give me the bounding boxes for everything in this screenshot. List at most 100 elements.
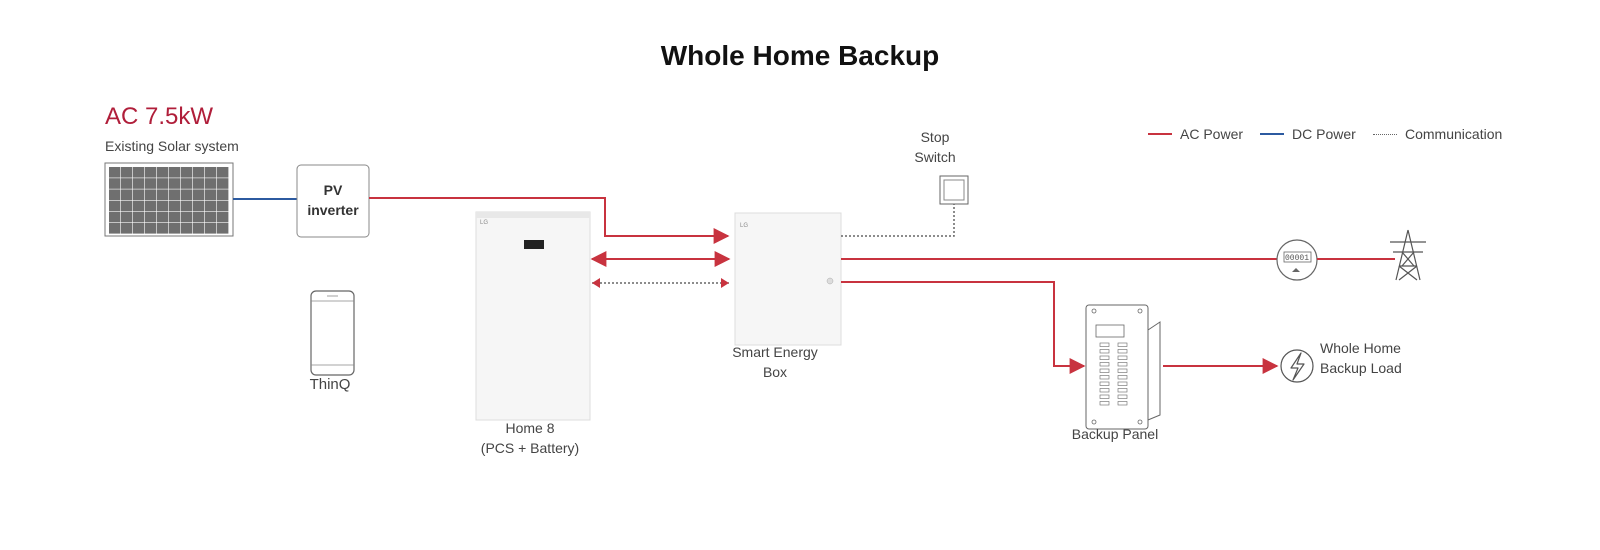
breaker <box>1099 349 1110 354</box>
lightning-load-icon <box>1280 349 1314 383</box>
solar-cell <box>181 200 193 212</box>
solar-cell <box>109 189 121 200</box>
solar-cell <box>205 223 217 234</box>
solar-rating: AC 7.5kW <box>105 103 214 130</box>
backup-panel-label: Backup Panel <box>1071 426 1159 442</box>
breaker <box>1117 401 1128 406</box>
solar-cell <box>181 167 193 178</box>
breaker <box>1099 355 1110 360</box>
solar-cell <box>169 189 181 200</box>
solar-cell <box>157 211 169 223</box>
solar-cell <box>205 189 217 200</box>
ac-line-inverter-to-seb <box>369 197 730 244</box>
solar-cell <box>145 178 157 189</box>
solar-cell <box>133 189 145 200</box>
pv-inverter-line2: inverter <box>307 202 359 218</box>
solar-cell <box>145 189 157 200</box>
transmission-tower-icon <box>1390 229 1426 281</box>
solar-cell <box>133 178 145 189</box>
legend-ac-swatch <box>1148 133 1172 135</box>
pv-inverter-box <box>296 164 370 238</box>
legend-dc-swatch <box>1260 133 1284 135</box>
solar-cell <box>217 167 229 178</box>
smart-energy-box-label: Smart Energy Box <box>720 342 830 382</box>
solar-cell <box>181 211 193 223</box>
stop-line1: Stop <box>920 129 950 145</box>
solar-cell <box>121 200 133 212</box>
solar-cell <box>169 200 181 212</box>
breaker <box>1117 342 1128 347</box>
solar-cell <box>169 211 181 223</box>
breaker <box>1099 375 1110 380</box>
solar-cell <box>157 167 169 178</box>
svg-text:LG: LG <box>740 223 748 229</box>
breaker <box>1117 381 1128 386</box>
thinq-label: ThinQ <box>309 376 351 393</box>
solar-cell <box>193 167 205 178</box>
solar-cell <box>145 223 157 234</box>
solar-cell <box>217 200 229 212</box>
breaker <box>1099 388 1110 393</box>
solar-cell <box>121 223 133 234</box>
legend-comm-swatch <box>1373 133 1397 135</box>
solar-cell <box>121 178 133 189</box>
solar-cell <box>121 211 133 223</box>
smart-energy-box: LG <box>734 212 842 346</box>
breaker <box>1099 381 1110 386</box>
load-label: Whole Home Backup Load <box>1320 338 1402 378</box>
home8-line2: (PCS + Battery) <box>480 440 580 456</box>
page-title: Whole Home Backup <box>660 40 940 71</box>
solar-cell <box>109 200 121 212</box>
breaker <box>1117 362 1128 367</box>
solar-cell <box>217 211 229 223</box>
solar-cell <box>217 189 229 200</box>
solar-cell <box>169 223 181 234</box>
breaker <box>1099 368 1110 373</box>
solar-cell <box>133 211 145 223</box>
breaker <box>1099 362 1110 367</box>
solar-cell <box>121 189 133 200</box>
stop-line2: Switch <box>914 149 956 165</box>
solar-cell <box>205 211 217 223</box>
solar-cell <box>193 189 205 200</box>
solar-cell <box>193 223 205 234</box>
solar-label: Existing Solar system <box>105 138 239 154</box>
legend-ac: AC Power <box>1148 126 1243 142</box>
solar-cell <box>157 223 169 234</box>
stop-switch-label: Stop Switch <box>900 127 970 167</box>
solar-cell <box>181 178 193 189</box>
breaker <box>1117 349 1128 354</box>
solar-cell <box>109 167 121 178</box>
legend-dc: DC Power <box>1260 126 1356 142</box>
meter-reading: 00001 <box>1285 254 1309 263</box>
solar-cell <box>181 223 193 234</box>
home8-unit: LG <box>475 211 591 421</box>
solar-cell <box>181 189 193 200</box>
solar-cell <box>193 178 205 189</box>
solar-cell <box>133 223 145 234</box>
breaker <box>1117 375 1128 380</box>
home8-label: Home 8 (PCS + Battery) <box>460 418 600 458</box>
backup-panel <box>1085 304 1161 430</box>
solar-cell <box>121 167 133 178</box>
solar-cell <box>109 223 121 234</box>
solar-cell <box>205 178 217 189</box>
stop-switch <box>939 175 969 205</box>
legend-dc-label: DC Power <box>1292 126 1356 142</box>
comm-arrow-left <box>592 278 600 288</box>
ac-line-seb-to-backup-panel <box>841 281 1086 374</box>
solar-cell <box>169 178 181 189</box>
load-line1: Whole Home <box>1320 340 1401 356</box>
solar-cell <box>145 211 157 223</box>
solar-cell <box>217 178 229 189</box>
solar-panel <box>104 162 234 237</box>
breaker <box>1117 355 1128 360</box>
meter-icon: 00001 <box>1276 239 1318 281</box>
breaker <box>1117 388 1128 393</box>
legend-ac-label: AC Power <box>1180 126 1244 142</box>
solar-cell <box>193 200 205 212</box>
pv-inverter-label: PV inverter <box>297 180 369 220</box>
solar-cell <box>205 167 217 178</box>
breaker <box>1099 342 1110 347</box>
